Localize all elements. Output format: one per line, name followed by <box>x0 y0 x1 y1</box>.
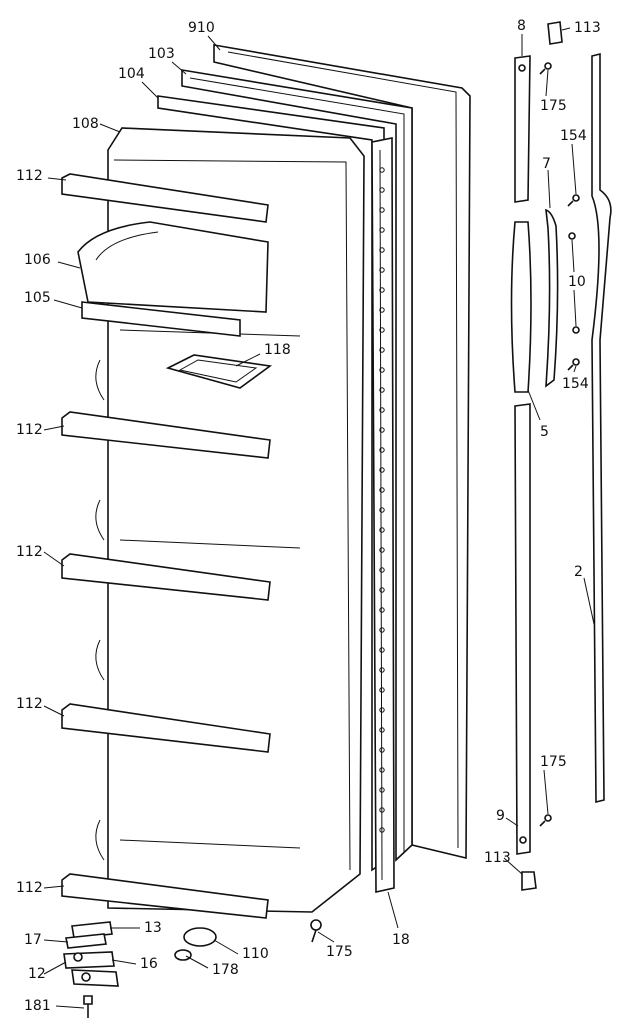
callout-5: 5 <box>540 424 549 440</box>
gasket-hole <box>379 747 385 753</box>
gasket-hole <box>379 487 385 493</box>
gasket-hole <box>379 807 385 813</box>
gasket-hole <box>379 407 385 413</box>
gasket-hole <box>379 167 385 173</box>
end-cap-top <box>547 21 563 45</box>
gasket-hole <box>379 387 385 393</box>
callout-112-fifth: 112 <box>16 880 43 896</box>
gasket-hole <box>379 267 385 273</box>
gasket-hole <box>379 527 385 533</box>
callout-112-fourth: 112 <box>16 696 43 712</box>
gasket-hole <box>379 727 385 733</box>
gasket-hole <box>379 667 385 673</box>
door-liner-frame <box>181 69 413 862</box>
gasket-hole <box>379 547 385 553</box>
gasket-hole <box>379 327 385 333</box>
callout-108: 108 <box>72 116 99 132</box>
gasket-hole <box>379 627 385 633</box>
callout-17: 17 <box>24 932 42 948</box>
callout-105: 105 <box>24 290 51 306</box>
callout-2: 2 <box>574 564 583 580</box>
callout-112-second: 112 <box>16 422 43 438</box>
gasket-hole <box>379 587 385 593</box>
end-cap-bottom <box>521 871 537 891</box>
callout-8: 8 <box>517 18 526 34</box>
door-handle <box>510 221 532 393</box>
gasket-hole <box>379 687 385 693</box>
callout-181: 181 <box>24 998 51 1014</box>
door-shelf-bar-1 <box>61 173 269 223</box>
gasket-hole <box>379 767 385 773</box>
gasket-hole <box>379 787 385 793</box>
gasket-hole <box>379 447 385 453</box>
gasket-hole <box>379 287 385 293</box>
gasket-hole <box>379 367 385 373</box>
handle-trim-strip <box>545 208 559 388</box>
gasket-hole <box>379 347 385 353</box>
door-shelf-bar-5 <box>61 873 269 919</box>
callout-112-third: 112 <box>16 544 43 560</box>
handle-bottom-cap <box>514 403 531 855</box>
door-gasket <box>371 137 395 893</box>
callout-178: 178 <box>212 962 239 978</box>
gasket-hole <box>379 247 385 253</box>
gasket-hole <box>379 227 385 233</box>
gasket-hole <box>379 827 385 833</box>
gasket-hole <box>379 607 385 613</box>
callout-154-top: 154 <box>560 128 587 144</box>
callout-13: 13 <box>144 920 162 936</box>
gasket-hole <box>379 427 385 433</box>
breaker-strip <box>157 95 385 872</box>
callout-10: 10 <box>568 274 586 290</box>
gasket-hole <box>379 187 385 193</box>
gasket-hole <box>379 467 385 473</box>
outer-door-panel <box>213 44 471 860</box>
callout-175-top: 175 <box>540 98 567 114</box>
handle-top-cap <box>514 55 531 203</box>
callout-labels: 910 103 104 108 112 106 105 118 112 112 … <box>16 18 601 1014</box>
side-trim-strip <box>591 52 612 804</box>
callout-113-bottom: 113 <box>484 850 511 866</box>
gasket-hole <box>379 707 385 713</box>
callout-12: 12 <box>28 966 46 982</box>
gasket-hole <box>379 507 385 513</box>
hinge-pin-assembly <box>63 921 119 1018</box>
dairy-shelf-strip <box>81 301 241 337</box>
gasket-hole <box>379 647 385 653</box>
door-shelf-bar-2 <box>61 411 271 459</box>
callout-113-top: 113 <box>574 20 601 36</box>
callout-110: 110 <box>242 946 269 962</box>
callout-118: 118 <box>264 342 291 358</box>
callout-7: 7 <box>542 156 551 172</box>
callout-112-first: 112 <box>16 168 43 184</box>
callout-103: 103 <box>148 46 175 62</box>
callout-18: 18 <box>392 932 410 948</box>
callout-9: 9 <box>496 808 505 824</box>
callout-154-bottom: 154 <box>562 376 589 392</box>
callout-175-right: 175 <box>540 754 567 770</box>
door-stop <box>174 927 217 961</box>
gasket-hole <box>379 567 385 573</box>
mounting-screw <box>310 919 322 943</box>
handle-screws <box>539 62 580 827</box>
gasket-hole <box>379 207 385 213</box>
callout-104: 104 <box>118 66 145 82</box>
callout-16: 16 <box>140 956 158 972</box>
leader-lines <box>43 27 595 1009</box>
gasket-hole <box>379 307 385 313</box>
butter-compartment <box>165 354 273 389</box>
door-shelf-bar-3 <box>61 553 271 601</box>
door-shelf-bar-4 <box>61 703 271 753</box>
callout-910: 910 <box>188 20 215 36</box>
callout-175-bottom: 175 <box>326 944 353 960</box>
dairy-door <box>77 221 269 313</box>
callout-106: 106 <box>24 252 51 268</box>
